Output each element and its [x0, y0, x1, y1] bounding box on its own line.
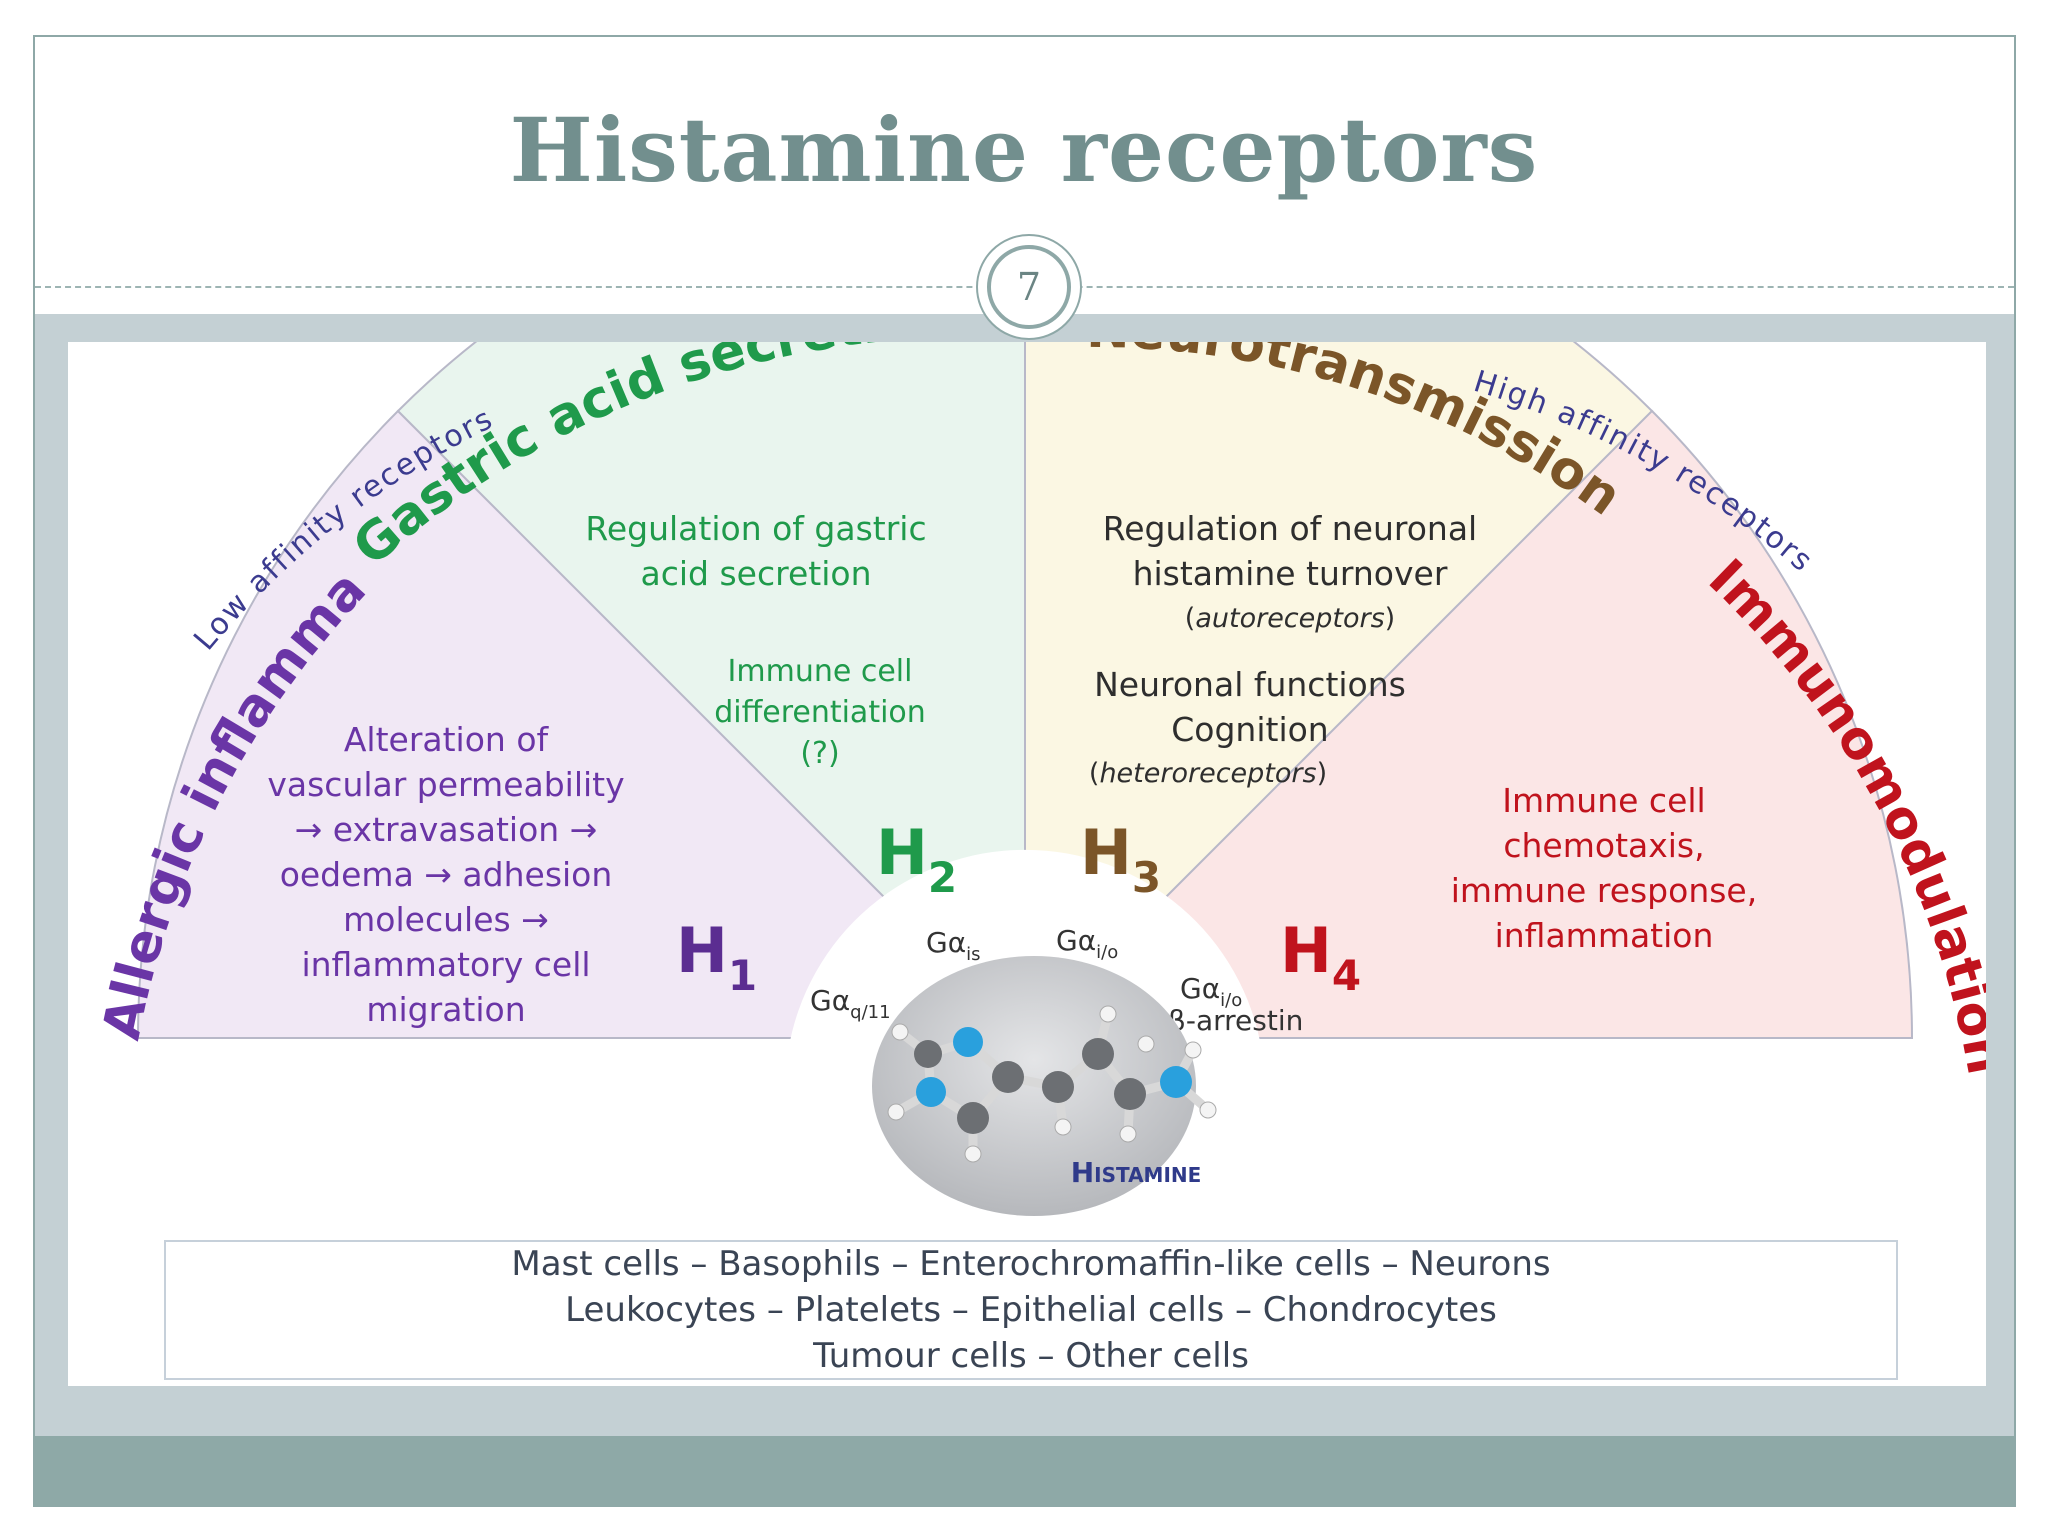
sector-h2: [396, 342, 1026, 1041]
h4-line-3: immune response,: [1451, 871, 1757, 910]
h2-imm-line-1: Immune cell: [728, 654, 913, 689]
sector-h3: [1024, 342, 1654, 1041]
h1-label: H1: [676, 914, 757, 1000]
g-protein-h1: Gαq/11: [810, 984, 891, 1023]
h1-line-6: inflammatory cell: [301, 945, 590, 984]
g-protein-h2: Gαis: [926, 926, 981, 965]
cell-types-box: Mast cells – Basophils – Enterochromaffi…: [164, 1240, 1898, 1380]
slide-title: Histamine receptors: [509, 98, 1539, 202]
h1-description: Alteration of vascular permeability → ex…: [267, 720, 624, 1029]
h2-reg-line-2: acid secretion: [641, 554, 872, 593]
cell-types-line-1: Mast cells – Basophils – Enterochromaffi…: [511, 1244, 1551, 1284]
cell-types-line-2: Leukocytes – Platelets – Epithelial cell…: [565, 1290, 1497, 1330]
h3-func-line-1: Neuronal functions: [1094, 665, 1406, 704]
sector-h1: [136, 409, 1028, 1039]
h3-func-line-2: Cognition: [1171, 710, 1328, 749]
h2-regulation: Regulation of gastric acid secretion: [585, 509, 926, 593]
sector-h4: [1022, 409, 1914, 1039]
footer-bar: [35, 1436, 2014, 1506]
molecule-atoms: [887, 1005, 1217, 1163]
h1-line-3: → extravasation →: [295, 810, 598, 849]
h3-autoreceptors: (autoreceptors): [1185, 603, 1395, 634]
h2-reg-line-1: Regulation of gastric: [585, 509, 926, 548]
h3-regulation: Regulation of neuronal histamine turnove…: [1089, 509, 1477, 789]
h1-line-1: Alteration of: [344, 720, 550, 759]
g-protein-h4: Gαi/o: [1180, 972, 1242, 1011]
h4-description: Immune cell chemotaxis, immune response,…: [1451, 781, 1757, 955]
cell-types-line-3: Tumour cells – Other cells: [813, 1336, 1249, 1376]
h1-line-5: molecules →: [343, 900, 549, 939]
h1-line-2: vascular permeability: [267, 765, 624, 804]
h2-label: H2: [876, 816, 957, 902]
h3-label: H3: [1080, 816, 1161, 902]
receptor-diagram: Low affinity receptors High affinity rec…: [68, 342, 1986, 1252]
h2-immune: Immune cell differentiation (?): [714, 654, 926, 771]
h2-imm-line-2: differentiation: [714, 695, 926, 730]
h1-line-4: oedema → adhesion: [280, 855, 613, 894]
h4-label: H4: [1280, 914, 1361, 1000]
page-number-badge: 7: [976, 234, 1082, 340]
histamine-molecule: Histamine: [872, 956, 1217, 1216]
h3-reg-line-1: Regulation of neuronal: [1103, 509, 1477, 548]
h4-line-1: Immune cell: [1502, 781, 1705, 820]
g-protein-h3: Gαi/o: [1056, 924, 1118, 963]
h3-reg-line-2: histamine turnover: [1133, 554, 1448, 593]
histamine-label: Histamine: [1071, 1156, 1202, 1189]
h2-imm-line-3: (?): [800, 736, 839, 771]
histamine-figure: Low affinity receptors High affinity rec…: [68, 342, 1986, 1386]
h3-heteroreceptors: (heteroreceptors): [1089, 758, 1327, 789]
page-number: 7: [987, 245, 1071, 329]
g-protein-h4-arrestin: β-arrestin: [1168, 1004, 1303, 1037]
h4-line-4: inflammation: [1495, 916, 1714, 955]
h1-line-7: migration: [366, 990, 525, 1029]
g-proteins: Gαq/11 Gαis Gαi/o Gαi/o β-arrestin: [810, 924, 1303, 1037]
h4-line-2: chemotaxis,: [1503, 826, 1704, 865]
